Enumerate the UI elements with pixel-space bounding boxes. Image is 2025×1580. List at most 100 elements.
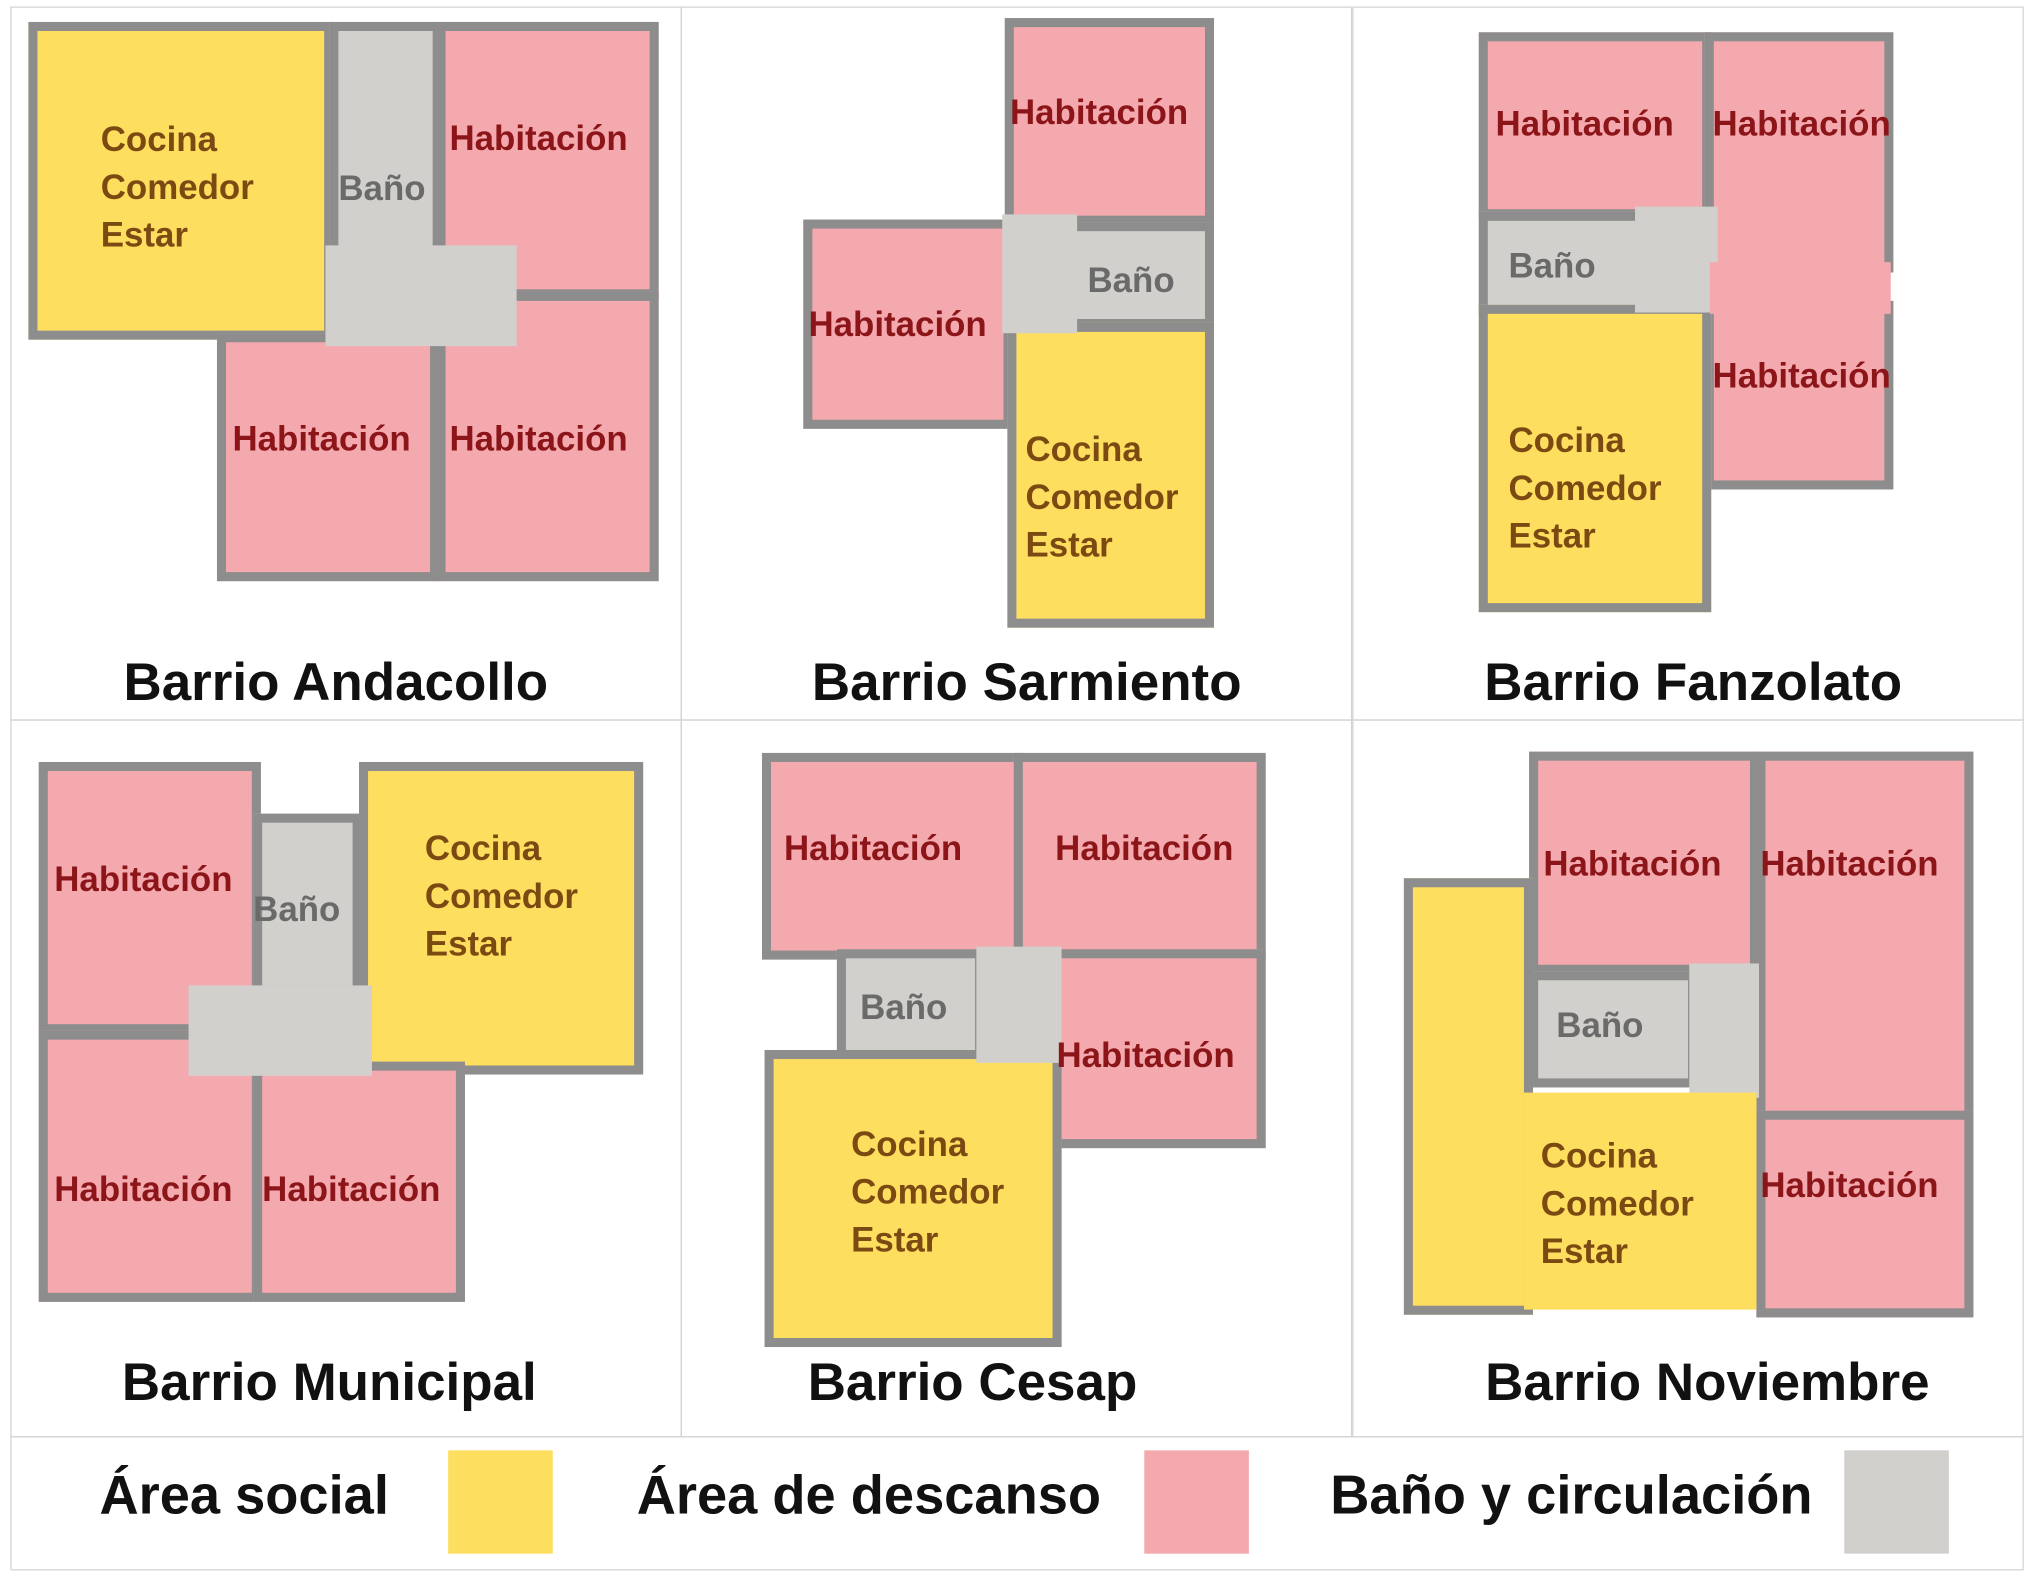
- bedroom-room: [1529, 751, 1760, 974]
- room-label-line: Comedor: [424, 876, 578, 916]
- bathroom-room: [253, 813, 362, 995]
- room-label: Baño: [253, 886, 340, 934]
- room-label-line: Habitación: [1712, 104, 1891, 144]
- legend-label: Área social: [99, 1464, 389, 1526]
- room-label: Habitación: [1760, 1162, 1938, 1210]
- room-label-line: Habitación: [54, 1170, 233, 1209]
- bedroom-room: [436, 291, 659, 582]
- room-label-line: Habitación: [262, 1170, 441, 1209]
- room-label-line: Baño: [860, 987, 948, 1027]
- room-label: Baño: [860, 984, 947, 1032]
- legend-panel: [10, 1436, 2024, 1571]
- room-label-line: Baño: [253, 889, 341, 929]
- room-label: Habitación: [54, 856, 232, 904]
- room-label: Habitación: [262, 1166, 440, 1214]
- room-label: Habitación: [1760, 841, 1938, 889]
- legend-swatch: [1144, 1450, 1249, 1554]
- room-label: Baño: [1556, 1002, 1643, 1050]
- circulation-area: [1002, 214, 1078, 334]
- room-label-line: Habitación: [808, 304, 987, 344]
- plan-title: Barrio Cesap: [807, 1352, 1138, 1412]
- room-label: Habitación: [808, 301, 986, 349]
- room-label: Habitación: [1713, 353, 1891, 401]
- room-label-line: Habitación: [1055, 829, 1234, 868]
- room-label-line: Cocina: [100, 120, 218, 159]
- circulation-area: [325, 245, 517, 347]
- bathroom-room: [329, 21, 442, 258]
- room-label: Baño: [338, 165, 425, 213]
- legend-swatch: [448, 1450, 553, 1554]
- room-label: Habitación: [1713, 101, 1891, 149]
- circulation-area: [188, 985, 372, 1076]
- room-label-line: Habitación: [1712, 356, 1891, 396]
- plan-title: Barrio Noviembre: [1485, 1352, 1930, 1412]
- room-label-line: Habitación: [449, 118, 628, 158]
- room-label-line: Cocina: [851, 1124, 968, 1164]
- room-label: Habitación: [1056, 1032, 1234, 1080]
- room-label: Habitación: [54, 1166, 232, 1214]
- room-label-line: Habitación: [1495, 104, 1674, 144]
- room-label: Habitación: [449, 416, 627, 464]
- room-label-line: Habitación: [449, 419, 628, 459]
- room-label-line: Cocina: [1508, 421, 1625, 460]
- circulation-area: [1523, 1092, 1757, 1310]
- room-label-line: Habitación: [1056, 1035, 1235, 1075]
- room-label-line: Habitación: [783, 829, 963, 868]
- circulation-area: [1689, 963, 1760, 1098]
- room-label-line: Baño: [338, 169, 426, 208]
- room-label-line: Baño: [1508, 246, 1596, 286]
- bedroom-room: [1756, 1110, 1974, 1318]
- bedroom-room: [803, 219, 1013, 429]
- room-label: Habitación: [1543, 841, 1721, 889]
- legend-swatch: [1844, 1450, 1949, 1554]
- room-label-line: Habitación: [1760, 844, 1939, 884]
- social-area-room: [764, 1049, 1062, 1348]
- circulation-area: [1635, 206, 1718, 313]
- room-label-line: Cocina: [424, 829, 542, 868]
- room-label-line: Baño: [1556, 1006, 1644, 1045]
- room-label: Baño: [1508, 243, 1595, 291]
- social-area-room: [1478, 304, 1712, 613]
- room-label-line: Comedor: [1025, 477, 1179, 517]
- legend-label: Baño y circulación: [1330, 1464, 1813, 1526]
- social-area-room: [1403, 878, 1534, 1315]
- room-label-line: Cocina: [1025, 430, 1142, 469]
- room-label-line: Cocina: [1540, 1136, 1658, 1176]
- room-label-line: Comedor: [851, 1172, 1005, 1212]
- room-label-line: Baño: [1087, 260, 1175, 300]
- plan-title: Barrio Andacollo: [123, 652, 549, 712]
- room-label-line: Habitación: [1543, 844, 1722, 884]
- circulation-area: [1709, 262, 1891, 314]
- room-label-line: Habitación: [54, 860, 233, 899]
- room-label: Habitación: [1055, 825, 1233, 873]
- social-area-room: [1007, 322, 1215, 628]
- bathroom-room: [1529, 971, 1698, 1088]
- room-label: Habitación: [1496, 101, 1674, 149]
- room-label: Habitación: [1010, 89, 1188, 137]
- social-area-room: [359, 761, 644, 1075]
- bedroom-room: [1704, 32, 1894, 273]
- room-label-line: Estar: [424, 924, 513, 964]
- room-label-line: Estar: [1540, 1232, 1628, 1271]
- room-label: Habitación: [449, 115, 627, 163]
- room-label-line: Comedor: [100, 167, 254, 207]
- room-label-line: Comedor: [1508, 468, 1662, 508]
- legend-label: Área de descanso: [636, 1464, 1102, 1526]
- room-label-line: Habitación: [1760, 1166, 1939, 1205]
- room-label-line: Estar: [1508, 516, 1596, 556]
- plan-title: Barrio Fanzolato: [1484, 652, 1903, 712]
- room-label-line: Comedor: [1540, 1184, 1694, 1224]
- circulation-area: [976, 946, 1062, 1063]
- room-label: Habitación: [784, 825, 962, 873]
- room-label: Baño: [1087, 257, 1174, 305]
- bedroom-room: [1004, 18, 1215, 225]
- room-label-line: Estar: [1025, 525, 1113, 565]
- plan-title: Barrio Sarmiento: [811, 652, 1242, 712]
- room-label-line: Estar: [851, 1220, 939, 1260]
